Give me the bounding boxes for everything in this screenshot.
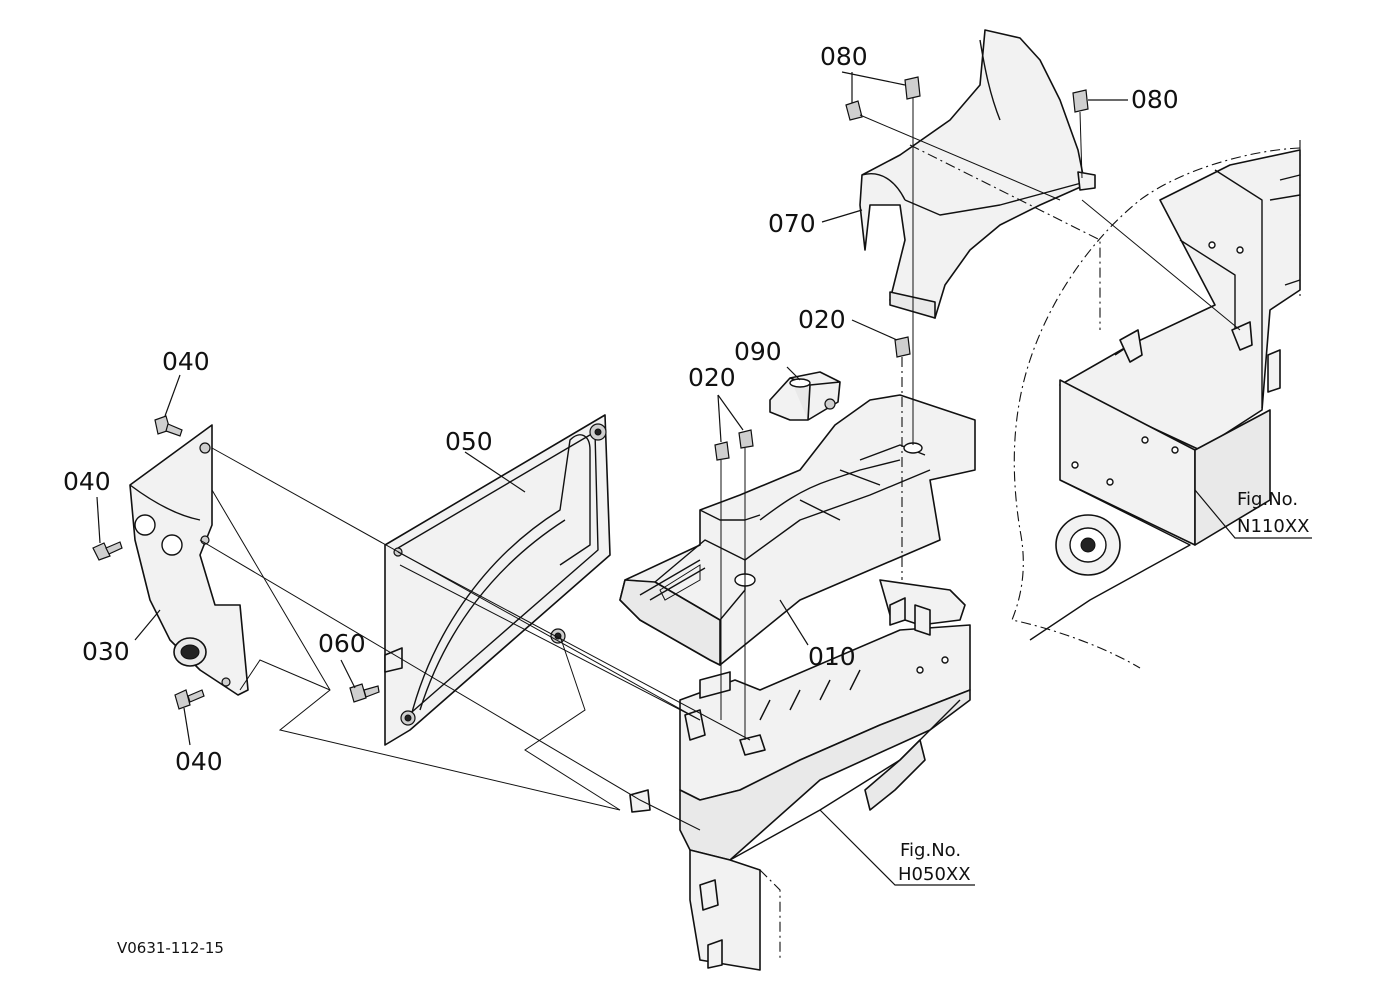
- part-090-cap: [769, 371, 841, 421]
- label-020-upper: 020: [798, 305, 846, 334]
- label-050: 050: [445, 427, 493, 456]
- part-010-console: [619, 394, 976, 666]
- label-020-lower: 020: [688, 363, 736, 392]
- bolt-040-mid: [92, 541, 123, 561]
- drawing-code: V0631-112-15: [117, 939, 224, 957]
- bolts: [92, 76, 1089, 710]
- part-030-left-bracket: [129, 424, 249, 696]
- part-070-duct-cover: [859, 29, 1101, 330]
- cab-frame-assembly: [1011, 140, 1301, 669]
- label-090: 090: [734, 337, 782, 366]
- label-080-right: 080: [1131, 85, 1179, 114]
- label-080-left: 080: [820, 42, 868, 71]
- figure-reference-h050xx: Fig.No. H050XX: [898, 840, 971, 885]
- label-040-bottom: 040: [175, 747, 223, 776]
- label-060: 060: [318, 629, 366, 658]
- fig-ref-prefix: Fig.No.: [1237, 489, 1298, 510]
- label-070: 070: [768, 209, 816, 238]
- bolt-060: [349, 683, 380, 703]
- part-050-side-panel: [384, 414, 611, 746]
- bolt-020-single: [894, 336, 911, 358]
- fig-ref-number: H050XX: [898, 864, 971, 885]
- bolt-080-left: [845, 76, 921, 121]
- label-010: 010: [808, 642, 856, 671]
- figure-reference-n110xx: Fig.No. N110XX: [1237, 489, 1309, 537]
- label-040-mid: 040: [63, 467, 111, 496]
- label-030: 030: [82, 637, 130, 666]
- bolt-020-pair: [714, 429, 754, 461]
- part-labels: 080 080 070 020 090 020 050 040 040 030 …: [63, 42, 1179, 776]
- bolt-040-top: [154, 415, 183, 437]
- fig-ref-number: N110XX: [1237, 516, 1309, 537]
- bolt-080-right: [1072, 89, 1089, 113]
- assembly-lines: [199, 98, 1241, 831]
- fig-ref-prefix: Fig.No.: [900, 840, 961, 861]
- bolt-040-bottom: [174, 689, 205, 710]
- floor-frame-assembly: [629, 579, 971, 971]
- label-040-top: 040: [162, 347, 210, 376]
- leader-lines: [96, 71, 1312, 886]
